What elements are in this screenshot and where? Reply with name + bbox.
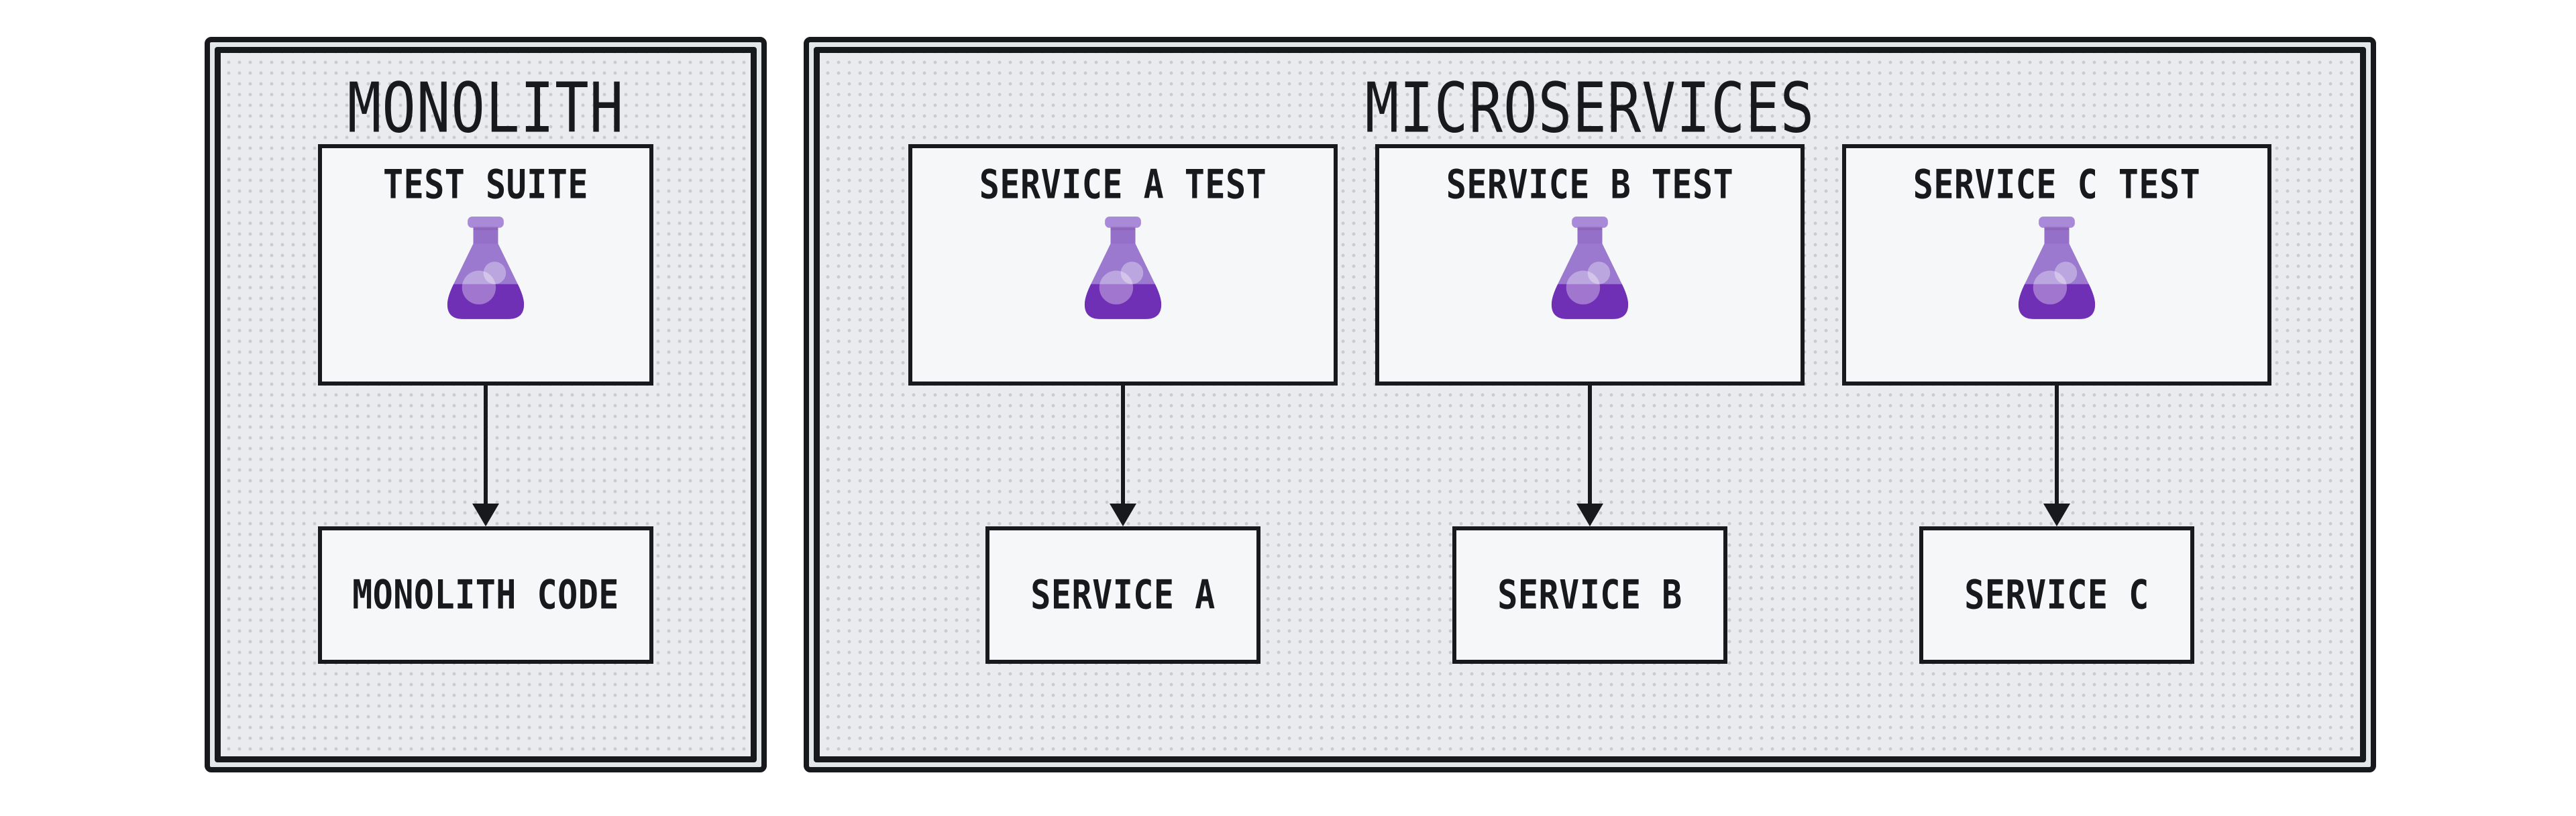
service-c-test-label: SERVICE C TEST bbox=[1913, 161, 2201, 208]
monolith-code-node: MONOLITH CODE bbox=[318, 526, 653, 664]
down-arrow-connector bbox=[472, 386, 499, 526]
service-b-label: SERVICE B bbox=[1497, 571, 1682, 618]
service-b-test-label: SERVICE B TEST bbox=[1446, 161, 1734, 208]
microservices-panel-title: MICROSERVICES bbox=[1364, 68, 1815, 148]
flask-icon bbox=[447, 216, 525, 319]
service-b-node: SERVICE B bbox=[1452, 526, 1727, 664]
service-a-node: SERVICE A bbox=[985, 526, 1260, 664]
service-a-test-label: SERVICE A TEST bbox=[979, 161, 1267, 208]
service-b-column: SERVICE B TEST bbox=[1375, 144, 1805, 664]
service-c-node: SERVICE C bbox=[1919, 526, 2194, 664]
arrow-line bbox=[1121, 386, 1125, 504]
service-a-column: SERVICE A TEST bbox=[908, 144, 1338, 664]
down-arrow-connector bbox=[1576, 386, 1603, 526]
microservices-panel-body: MICROSERVICES SERVICE A TEST bbox=[814, 47, 2366, 762]
arrow-line bbox=[2055, 386, 2059, 504]
service-c-test-node: SERVICE C TEST bbox=[1842, 144, 2271, 386]
down-arrow-connector bbox=[1110, 386, 1136, 526]
arrow-line bbox=[484, 386, 488, 504]
arrow-head-icon bbox=[1576, 504, 1603, 526]
service-c-label: SERVICE C bbox=[1964, 571, 2149, 618]
test-suite-label: TEST SUITE bbox=[382, 161, 589, 208]
arrow-head-icon bbox=[1110, 504, 1136, 526]
monolith-panel-body: MONOLITH TEST SUITE bbox=[215, 47, 757, 762]
arrow-line bbox=[1588, 386, 1592, 504]
flask-icon bbox=[1551, 216, 1629, 319]
monolith-code-label: MONOLITH CODE bbox=[352, 571, 619, 618]
service-a-test-node: SERVICE A TEST bbox=[908, 144, 1338, 386]
monolith-panel-title: MONOLITH bbox=[347, 68, 625, 148]
service-c-column: SERVICE C TEST bbox=[1842, 144, 2271, 664]
flask-icon bbox=[1084, 216, 1162, 319]
monolith-columns: TEST SUITE bbox=[221, 144, 751, 664]
test-suite-node: TEST SUITE bbox=[318, 144, 653, 386]
arrow-head-icon bbox=[2043, 504, 2070, 526]
flask-icon bbox=[2018, 216, 2096, 319]
monolith-panel: MONOLITH TEST SUITE bbox=[205, 37, 767, 772]
service-b-test-node: SERVICE B TEST bbox=[1375, 144, 1805, 386]
down-arrow-connector bbox=[2043, 386, 2070, 526]
service-a-label: SERVICE A bbox=[1030, 571, 1216, 618]
arrow-head-icon bbox=[472, 504, 499, 526]
microservices-panel: MICROSERVICES SERVICE A TEST bbox=[804, 37, 2376, 772]
microservices-columns: SERVICE A TEST bbox=[820, 144, 2360, 664]
monolith-column: TEST SUITE bbox=[318, 144, 653, 664]
